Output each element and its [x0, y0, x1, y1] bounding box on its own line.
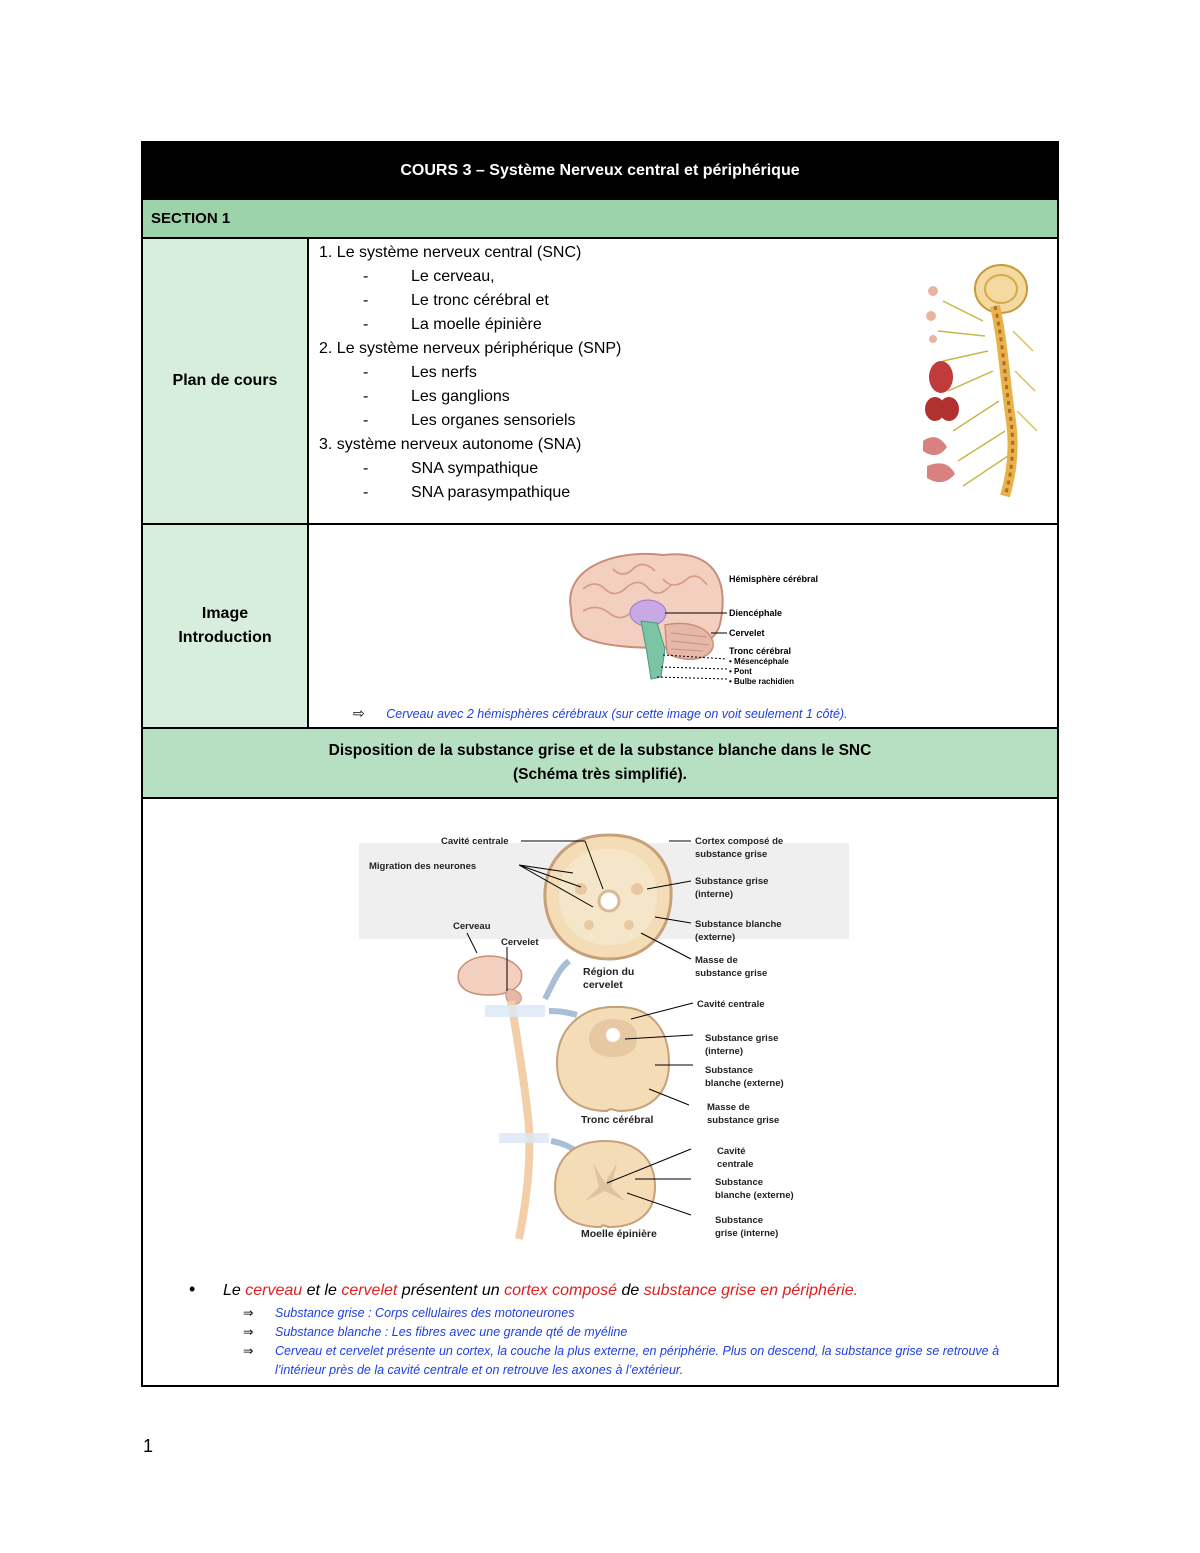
list-item: -Les nerfs	[363, 364, 477, 381]
label-moelle-sg-2: grise (interne)	[715, 1228, 778, 1239]
intro-row: Image Introduction Hémisphère cérébral D…	[143, 525, 1057, 729]
label-tronc-sb-1: Substance	[705, 1065, 753, 1076]
brain-label-hemisphere: Hémisphère cérébral	[729, 574, 818, 584]
note-item: ⇒Substance blanche : Les fibres avec une…	[243, 1323, 1039, 1342]
brain-label-mesencephale: • Mésencéphale	[729, 657, 789, 666]
label-cavite-centrale: Cavité centrale	[441, 836, 509, 847]
nervous-system-illustration	[923, 264, 1038, 498]
right-arrow-icon: ⇨	[353, 705, 365, 721]
page-number: 1	[143, 1436, 154, 1456]
label-tronc-title: Tronc cérébral	[581, 1114, 653, 1126]
implies-arrow-icon: ⇒	[243, 1306, 254, 1320]
label-tronc-sg-1: Substance grise	[705, 1033, 778, 1044]
disposition-title: Disposition de la substance grise et de …	[328, 742, 872, 759]
disposition-subtitle: (Schéma très simplifié).	[512, 766, 687, 783]
bullet-icon: •	[189, 1279, 196, 1299]
label-moelle-title: Moelle épinière	[581, 1228, 657, 1240]
label-tronc-sg-2: (interne)	[705, 1046, 743, 1057]
label-sg-interne-1: Substance grise	[695, 876, 768, 887]
label-cortex-1: Cortex composé de	[695, 836, 783, 847]
brain-label-cervelet: Cervelet	[729, 628, 765, 638]
label-sb-externe-2: (externe)	[695, 932, 735, 943]
page-title: COURS 3 – Système Nerveux central et pér…	[143, 143, 1057, 199]
notes: •Le cerveau et le cervelet présentent un…	[189, 1279, 1039, 1380]
list-item: -Le tronc cérébral et	[363, 292, 549, 309]
label-moelle-cavite-2: centrale	[717, 1159, 753, 1170]
label-tronc-masse-1: Masse de	[707, 1102, 750, 1113]
label-tronc-cavite: Cavité centrale	[697, 999, 765, 1010]
label-tronc-sb-2: blanche (externe)	[705, 1078, 784, 1089]
implies-arrow-icon: ⇒	[243, 1325, 254, 1339]
section-heading: SECTION 1	[143, 199, 1057, 239]
brain-label-bulbe: • Bulbe rachidien	[729, 677, 794, 686]
plan-group-title: 2. Le système nerveux périphérique (SNP)	[319, 340, 622, 357]
label-masse-1: Masse de	[695, 955, 738, 966]
plan-group-title: 3. système nerveux autonome (SNA)	[319, 436, 582, 453]
cns-section-diagram: Cavité centrale Migration des neurones C…	[359, 833, 849, 1240]
label-sb-externe-1: Substance blanche	[695, 919, 782, 930]
list-item: -La moelle épinière	[363, 316, 542, 333]
figure-row: Cavité centrale Migration des neurones C…	[143, 799, 1057, 1387]
label-cervelet: Cervelet	[501, 937, 539, 948]
label-moelle-sg-1: Substance	[715, 1215, 763, 1226]
plan-group-title: 1. Le système nerveux central (SNC)	[319, 244, 582, 261]
disposition-heading: Disposition de la substance grise et de …	[143, 729, 1057, 799]
note-item: ⇒Substance grise : Corps cellulaires des…	[243, 1304, 1039, 1323]
list-item: -SNA parasympathique	[363, 484, 571, 501]
label-cortex-2: substance grise	[695, 849, 767, 860]
implies-arrow-icon: ⇒	[243, 1344, 254, 1358]
course-table: COURS 3 – Système Nerveux central et pér…	[141, 141, 1059, 1387]
list-item: -Le cerveau,	[363, 268, 495, 285]
list-item: -Les organes sensoriels	[363, 412, 576, 429]
list-item: -Les ganglions	[363, 388, 510, 405]
label-tronc-masse-2: substance grise	[707, 1115, 779, 1126]
brain-label-pont: • Pont	[729, 667, 752, 676]
label-cerveau: Cerveau	[453, 921, 491, 932]
intro-label: Image Introduction	[143, 525, 309, 727]
note-main: •Le cerveau et le cervelet présentent un…	[189, 1279, 859, 1299]
label-sg-interne-2: (interne)	[695, 889, 733, 900]
label-region-2: cervelet	[583, 979, 623, 991]
plan-list: 1. Le système nerveux central (SNC) -Le …	[319, 241, 621, 505]
label-moelle-cavite-1: Cavité	[717, 1146, 746, 1157]
brain-diagram: Hémisphère cérébral Diencéphale Cervelet…	[569, 553, 818, 686]
brain-label-diencephale: Diencéphale	[729, 608, 782, 618]
plan-label: Plan de cours	[143, 239, 309, 523]
label-moelle-sb-2: blanche (externe)	[715, 1190, 794, 1201]
plan-row: Plan de cours 1. Le système nerveux cent…	[143, 239, 1057, 525]
label-region-1: Région du	[583, 966, 634, 978]
intro-caption: ⇨ Cerveau avec 2 hémisphères cérébraux (…	[353, 705, 848, 721]
list-item: -SNA sympathique	[363, 460, 539, 477]
label-masse-2: substance grise	[695, 968, 767, 979]
label-moelle-sb-1: Substance	[715, 1177, 763, 1188]
brain-label-tronc: Tronc cérébral	[729, 646, 791, 656]
note-item: ⇒Cerveau et cervelet présente un cortex,…	[243, 1344, 1000, 1377]
label-migration: Migration des neurones	[369, 861, 476, 872]
